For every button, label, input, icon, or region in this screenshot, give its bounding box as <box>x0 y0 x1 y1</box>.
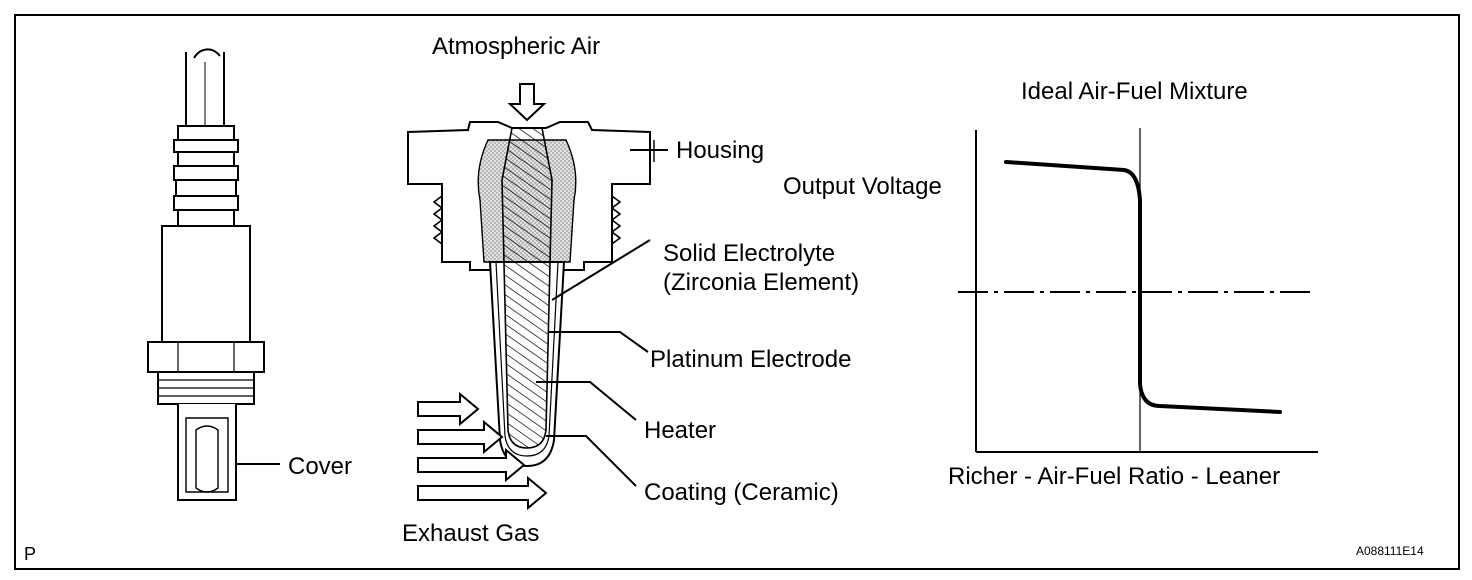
corner-mark: P <box>24 544 37 564</box>
label-exhaust-gas: Exhaust Gas <box>402 520 540 547</box>
graph-xlabel: Richer - Air-Fuel Ratio - Leaner <box>948 463 1281 490</box>
label-solid-electrolyte: Solid Electrolyte <box>663 240 836 267</box>
leader-lines <box>536 140 668 487</box>
graph-ylabel: Output Voltage <box>783 173 942 200</box>
exhaust-arrows <box>417 391 548 511</box>
oxygen-sensor <box>147 48 265 501</box>
label-atmospheric-air: Atmospheric Air <box>432 33 601 60</box>
label-coating: Coating (Ceramic) <box>644 479 839 506</box>
label-cover: Cover <box>288 453 353 480</box>
figure-frame <box>14 14 1460 570</box>
label-platinum-electrode: Platinum Electrode <box>650 346 852 373</box>
sensor-cross-section <box>407 121 651 468</box>
output-voltage-curve <box>1004 160 1282 414</box>
graph-title: Ideal Air-Fuel Mixture <box>1021 78 1248 105</box>
figure-code: A088111E14 <box>1356 544 1424 558</box>
label-heater: Heater <box>644 417 717 444</box>
label-housing: Housing <box>676 137 765 164</box>
air-arrow-icon <box>507 83 547 122</box>
label-zirconia-element: (Zirconia Element) <box>663 269 860 296</box>
voltage-graph <box>958 128 1318 453</box>
